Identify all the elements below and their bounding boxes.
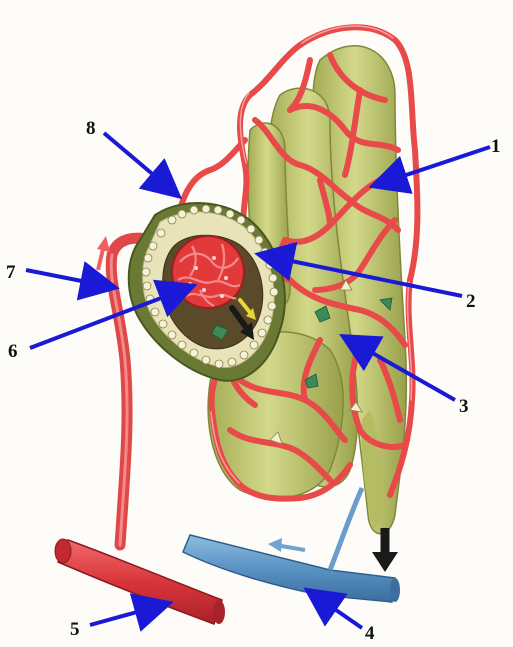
pointer-7 (26, 270, 112, 287)
label-1: 1 (491, 136, 501, 157)
collecting-duct-arrow-icon (372, 528, 398, 572)
label-8: 8 (86, 118, 96, 139)
label-2: 2 (466, 291, 476, 312)
glomerulus (172, 236, 244, 308)
label-5: 5 (70, 619, 80, 640)
label-7: 7 (6, 262, 16, 283)
label-4: 4 (365, 623, 375, 644)
label-6: 6 (8, 341, 18, 362)
label-3: 3 (459, 396, 469, 417)
pointer-8 (104, 133, 176, 194)
pointer-5 (90, 604, 166, 625)
vein-flow-arrow-icon (268, 538, 305, 552)
